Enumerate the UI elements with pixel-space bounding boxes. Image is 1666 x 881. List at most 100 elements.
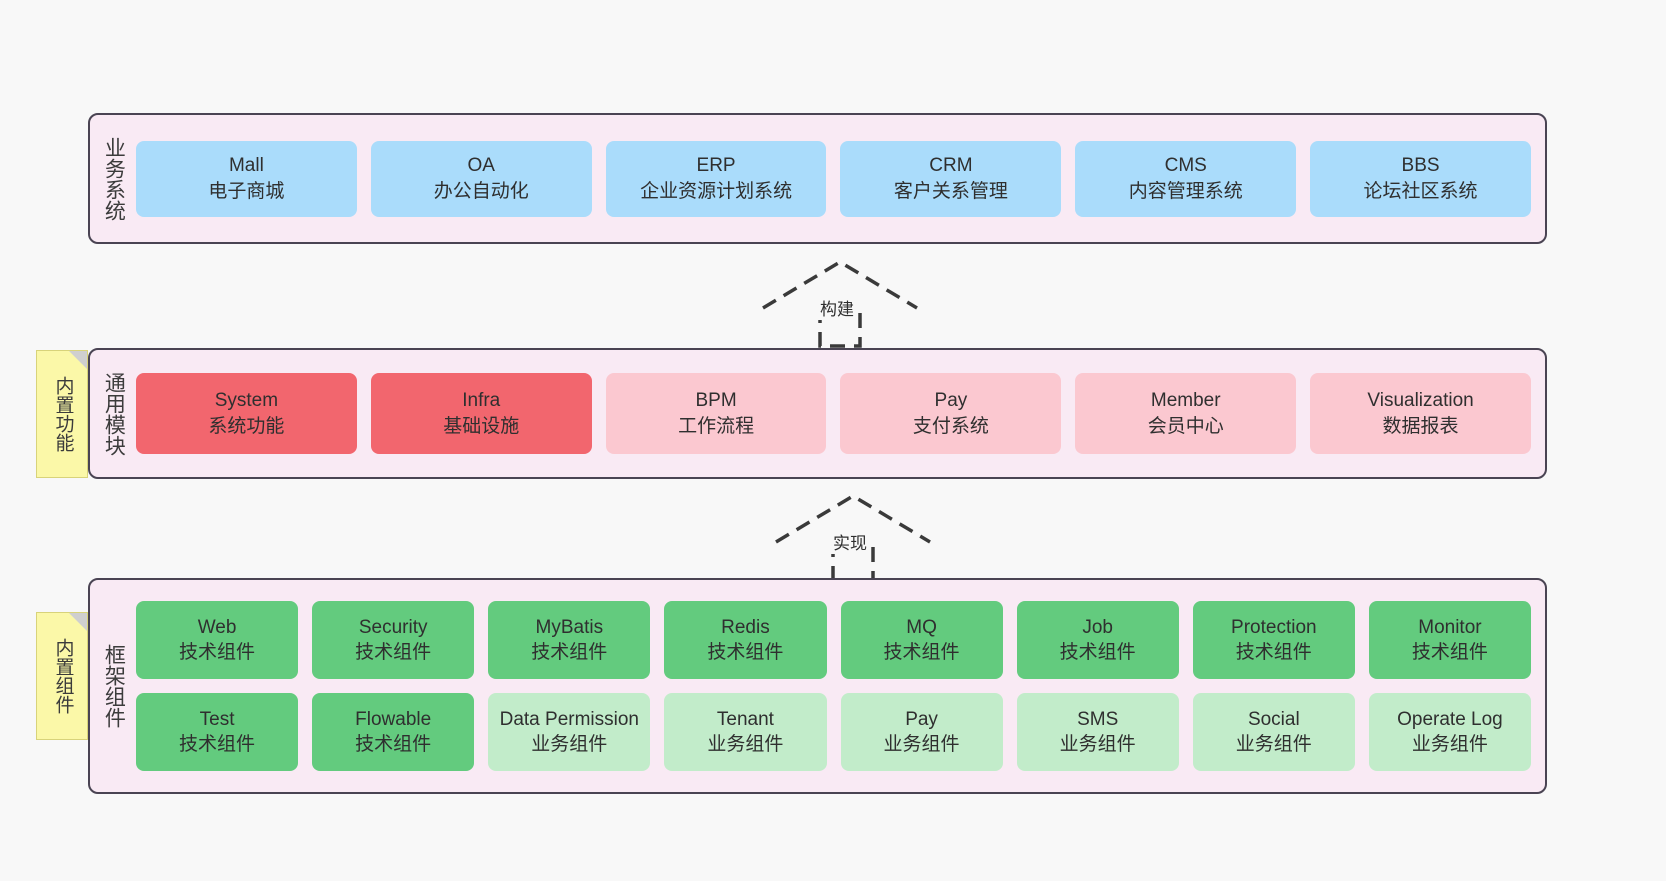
module-card-cms[interactable]: CMS 内容管理系统 xyxy=(1075,140,1297,217)
arrow-implement: 实现 xyxy=(768,492,938,582)
component-card-protection[interactable]: Protection 技术组件 xyxy=(1192,601,1355,679)
module-card-oa[interactable]: OA 办公自动化 xyxy=(370,140,592,217)
module-card-infra[interactable]: Infra 基础设施 xyxy=(370,373,592,454)
component-name: Flowable xyxy=(355,708,432,730)
module-name: ERP xyxy=(696,155,736,177)
component-card-social[interactable]: Social 业务组件 xyxy=(1192,693,1355,771)
component-desc: 业务组件 xyxy=(1411,734,1488,755)
module-card-erp[interactable]: ERP 企业资源计划系统 xyxy=(605,140,827,217)
framework-row-technical: Web 技术组件 Security 技术组件 MyBatis 技术组件 Redi… xyxy=(136,601,1531,679)
component-name: Data Permission xyxy=(499,708,639,730)
component-name: Test xyxy=(199,708,235,730)
component-name: Pay xyxy=(905,708,938,730)
module-desc: 内容管理系统 xyxy=(1128,180,1243,202)
component-desc: 业务组件 xyxy=(531,734,608,755)
component-desc: 技术组件 xyxy=(355,642,432,663)
component-desc: 业务组件 xyxy=(1235,734,1312,755)
module-name: BPM xyxy=(695,390,737,412)
component-card-pay[interactable]: Pay 业务组件 xyxy=(840,693,1003,771)
component-name: Security xyxy=(358,616,428,638)
component-name: MQ xyxy=(906,616,937,638)
component-name: Redis xyxy=(721,616,770,638)
band-common-label: 通用模块 xyxy=(102,371,126,456)
component-card-test[interactable]: Test 技术组件 xyxy=(136,693,299,771)
module-desc: 客户关系管理 xyxy=(893,180,1008,202)
component-card-redis[interactable]: Redis 技术组件 xyxy=(664,601,827,679)
band-framework-label: 框架组件 xyxy=(102,644,126,728)
component-name: Protection xyxy=(1231,616,1317,638)
component-name: MyBatis xyxy=(535,616,604,638)
module-desc: 基础设施 xyxy=(443,415,520,437)
sticky-note-builtin-features: 内置功能 xyxy=(36,350,88,478)
band-framework-items: Web 技术组件 Security 技术组件 MyBatis 技术组件 Redi… xyxy=(136,580,1545,792)
component-card-job[interactable]: Job 技术组件 xyxy=(1016,601,1179,679)
component-card-mq[interactable]: MQ 技术组件 xyxy=(840,601,1003,679)
component-desc: 技术组件 xyxy=(1411,642,1488,663)
component-desc: 业务组件 xyxy=(1059,734,1136,755)
component-desc: 技术组件 xyxy=(1059,642,1136,663)
module-name: Pay xyxy=(934,390,968,412)
band-business-items: Mall 电子商城 OA 办公自动化 ERP 企业资源计划系统 CRM 客户关系… xyxy=(136,115,1545,242)
module-desc: 数据报表 xyxy=(1382,415,1459,437)
component-card-web[interactable]: Web 技术组件 xyxy=(136,601,299,679)
module-desc: 会员中心 xyxy=(1147,415,1224,437)
module-name: Mall xyxy=(228,155,264,177)
module-card-crm[interactable]: CRM 客户关系管理 xyxy=(840,140,1062,217)
module-name: Infra xyxy=(462,390,501,412)
module-desc: 系统功能 xyxy=(208,415,285,437)
module-card-pay[interactable]: Pay 支付系统 xyxy=(840,373,1062,454)
component-desc: 技术组件 xyxy=(1235,642,1312,663)
component-name: Job xyxy=(1082,616,1113,638)
component-card-operate-log[interactable]: Operate Log 业务组件 xyxy=(1368,693,1531,771)
band-business-label: 业务系统 xyxy=(102,136,126,221)
sticky-note-text: 内置组件 xyxy=(52,638,74,714)
component-card-monitor[interactable]: Monitor 技术组件 xyxy=(1368,601,1531,679)
component-name: Social xyxy=(1247,708,1300,730)
component-desc: 技术组件 xyxy=(707,642,784,663)
module-name: BBS xyxy=(1401,155,1440,177)
component-name: Operate Log xyxy=(1397,708,1503,730)
component-card-tenant[interactable]: Tenant 业务组件 xyxy=(664,693,827,771)
framework-row-business: Test 技术组件 Flowable 技术组件 Data Permission … xyxy=(136,693,1531,771)
module-desc: 电子商城 xyxy=(208,180,285,202)
arrow-implement-label: 实现 xyxy=(831,529,869,554)
module-name: Visualization xyxy=(1367,390,1474,412)
band-business-systems: 业务系统 Mall 电子商城 OA 办公自动化 ERP 企业资源计划系统 CRM… xyxy=(88,113,1547,244)
component-card-mybatis[interactable]: MyBatis 技术组件 xyxy=(488,601,651,679)
module-name: OA xyxy=(467,155,495,177)
module-card-system[interactable]: System 系统功能 xyxy=(136,373,357,454)
module-name: CRM xyxy=(929,155,973,177)
module-name: CMS xyxy=(1164,155,1207,177)
component-desc: 技术组件 xyxy=(883,642,960,663)
band-framework-components: 框架组件 Web 技术组件 Security 技术组件 MyBatis 技术组件… xyxy=(88,578,1547,794)
sticky-note-builtin-components: 内置组件 xyxy=(36,612,88,740)
arrow-build-label: 构建 xyxy=(818,295,856,320)
component-card-security[interactable]: Security 技术组件 xyxy=(312,601,475,679)
module-card-visualization[interactable]: Visualization 数据报表 xyxy=(1310,373,1531,454)
component-card-data-permission[interactable]: Data Permission 业务组件 xyxy=(488,693,651,771)
module-desc: 工作流程 xyxy=(678,415,755,437)
component-desc: 技术组件 xyxy=(355,734,432,755)
component-name: Tenant xyxy=(716,708,774,730)
module-name: System xyxy=(214,390,279,412)
module-name: Member xyxy=(1150,390,1221,412)
module-desc: 支付系统 xyxy=(912,415,989,437)
component-desc: 技术组件 xyxy=(179,734,256,755)
component-card-flowable[interactable]: Flowable 技术组件 xyxy=(312,693,475,771)
component-card-sms[interactable]: SMS 业务组件 xyxy=(1016,693,1179,771)
module-desc: 论坛社区系统 xyxy=(1363,180,1478,202)
arrow-build: 构建 xyxy=(755,258,925,348)
component-desc: 技术组件 xyxy=(531,642,608,663)
module-card-member[interactable]: Member 会员中心 xyxy=(1075,373,1297,454)
module-desc: 企业资源计划系统 xyxy=(640,180,793,202)
module-card-bpm[interactable]: BPM 工作流程 xyxy=(605,373,827,454)
module-desc: 办公自动化 xyxy=(433,180,529,202)
band-common-items: System 系统功能 Infra 基础设施 BPM 工作流程 Pay 支付系统… xyxy=(136,350,1545,477)
sticky-note-text: 内置功能 xyxy=(52,376,74,452)
component-name: SMS xyxy=(1077,708,1119,730)
module-card-mall[interactable]: Mall 电子商城 xyxy=(136,140,357,217)
component-name: Web xyxy=(197,616,237,638)
component-desc: 业务组件 xyxy=(707,734,784,755)
module-card-bbs[interactable]: BBS 论坛社区系统 xyxy=(1310,140,1531,217)
